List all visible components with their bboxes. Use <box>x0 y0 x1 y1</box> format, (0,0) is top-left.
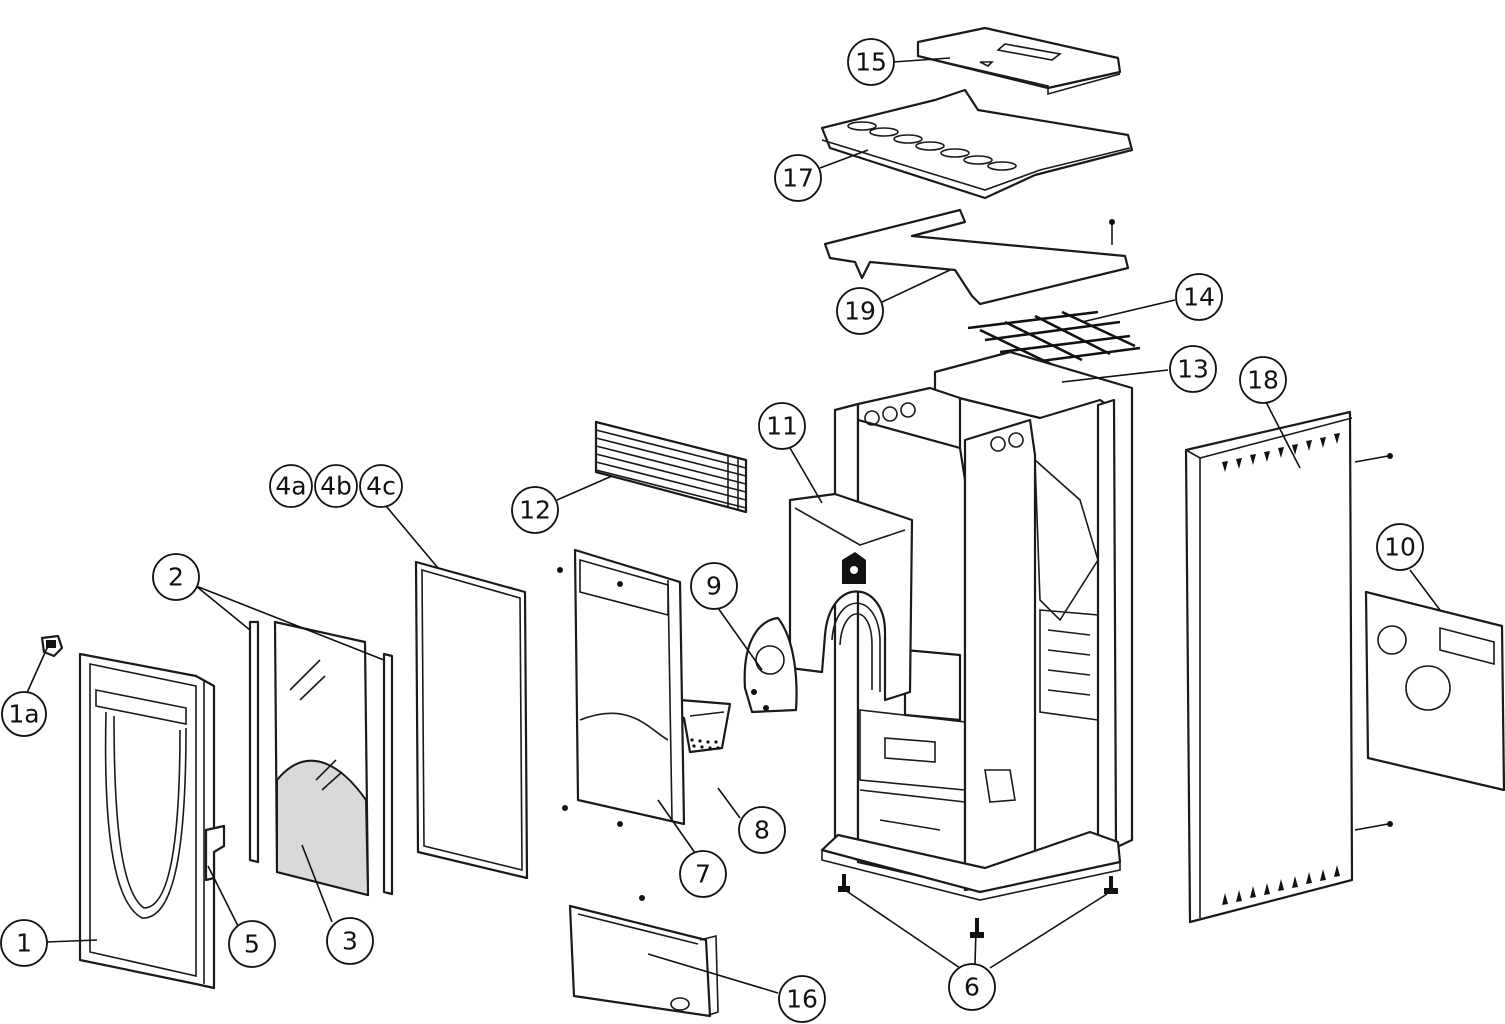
svg-text:14: 14 <box>1183 283 1215 312</box>
callout-4c: 4c <box>359 464 403 508</box>
part-17-top-plate <box>820 88 1134 200</box>
callout-4b: 4b <box>314 464 358 508</box>
part-2-side-strips <box>248 620 394 896</box>
svg-text:17: 17 <box>782 164 814 193</box>
part-11-main-body <box>820 350 1134 901</box>
part-12-mesh-grid <box>967 310 1141 368</box>
svg-text:2: 2 <box>168 563 184 592</box>
callout-12: 14 <box>1175 273 1223 321</box>
leader-lines <box>25 57 1441 994</box>
callout-18: 18 <box>1239 356 1287 404</box>
part-8-plate <box>743 616 798 714</box>
callout-5: 5 <box>228 920 276 968</box>
svg-text:15: 15 <box>855 48 887 77</box>
svg-text:19: 19 <box>844 297 876 326</box>
part-1a-clip <box>40 634 64 658</box>
callout-19: 19 <box>836 287 884 335</box>
part-4-gasket <box>414 560 529 880</box>
callout-2: 2 <box>152 553 200 601</box>
callout-17: 17 <box>774 154 822 202</box>
callout-13: 15 <box>847 38 895 86</box>
svg-text:4c: 4c <box>366 472 396 501</box>
part-19-bracket <box>823 208 1130 306</box>
svg-text:13: 13 <box>1177 355 1209 384</box>
svg-text:16: 16 <box>786 985 818 1014</box>
part-3-glass <box>273 620 370 897</box>
part-1-door <box>78 652 226 990</box>
callout-9: 11 <box>758 402 806 450</box>
callout-11: 13 <box>1169 345 1217 393</box>
callout-16: 16 <box>778 975 826 1023</box>
part-15-feet <box>838 874 1118 938</box>
svg-text:10: 10 <box>1384 533 1416 562</box>
part-14-rear-plate <box>1364 590 1505 792</box>
svg-text:18: 18 <box>1247 366 1279 395</box>
svg-text:9: 9 <box>706 572 722 601</box>
callout-4a: 4a <box>269 464 313 508</box>
part-18-side-panel <box>1184 410 1393 924</box>
svg-text:5: 5 <box>244 930 260 959</box>
callout-10: 12 <box>511 486 559 534</box>
svg-text:4a: 4a <box>275 472 306 501</box>
callout-8: 9 <box>690 562 738 610</box>
part-6-front-panel <box>557 548 686 827</box>
svg-text:1: 1 <box>16 929 32 958</box>
svg-text:3: 3 <box>342 927 358 956</box>
callout-15: 6 <box>948 963 996 1011</box>
svg-text:6: 6 <box>964 973 980 1002</box>
callout-1: 1 <box>0 919 48 967</box>
callout-7: 8 <box>738 806 786 854</box>
part-9-firebox <box>788 492 914 702</box>
part-13-top-cover <box>916 26 1122 96</box>
part-16-ash-drawer <box>568 895 719 1018</box>
svg-text:1a: 1a <box>8 700 39 729</box>
svg-text:11: 11 <box>766 412 798 441</box>
callout-6: 7 <box>679 850 727 898</box>
svg-text:12: 12 <box>519 496 551 525</box>
callout-14: 10 <box>1376 523 1424 571</box>
callout-1a: 1a <box>1 691 47 737</box>
part-10-grille <box>594 420 748 514</box>
svg-text:4b: 4b <box>320 472 352 501</box>
svg-text:7: 7 <box>695 860 711 889</box>
callout-3: 3 <box>326 917 374 965</box>
svg-text:8: 8 <box>754 816 770 845</box>
